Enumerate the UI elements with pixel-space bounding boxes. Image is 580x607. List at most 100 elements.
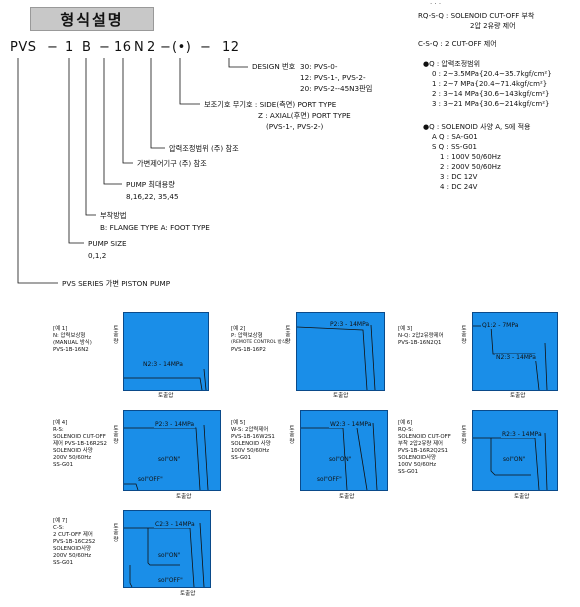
ex5-x-label: 토출압 <box>339 494 355 500</box>
ex3-line-0: [예 3] <box>398 326 413 332</box>
ex6-line-6: 100V 50/60Hz <box>398 462 437 468</box>
ex6-y-label: 토출량 <box>461 426 467 445</box>
pump-size-values: 0,1,2 <box>88 251 107 260</box>
ex7-line-2: 2 CUT-OFF 제어 <box>53 532 93 538</box>
ex7-curve <box>124 522 205 588</box>
ex7-x-label: 토출압 <box>180 591 196 597</box>
ex3-y-label: 토출량 <box>461 326 467 345</box>
ex7-chart: C2:3 - 14MPa sol"ON" sol"OFF" <box>123 510 211 588</box>
ex2-line-0: [예 2] <box>231 326 246 332</box>
code-design: 12 <box>222 40 240 55</box>
ex6-curve <box>473 432 548 491</box>
ex6-curve-label: R2:3 - 14MPa <box>501 431 543 438</box>
ex1-line-0: [예 1] <box>53 326 68 332</box>
ex3-curve-label: Q1:2 - 7MPa <box>481 322 520 329</box>
code-pvs: PVS <box>10 40 37 55</box>
ex5-curve-label: W2:3 - 14MPa <box>329 421 373 428</box>
voltage-3: 3 : DC 12V <box>440 173 478 181</box>
pressure-item-0: 0 : 2~3.5MPa{20.4~35.7kgf/cm²} <box>432 70 552 78</box>
ex7-sol-off: sol"OFF" <box>158 578 183 584</box>
ex6-line-1: RQ-S: <box>398 427 414 433</box>
ex3-chart: Q1:2 - 7MPa N2:3 - 14MPa <box>472 312 558 391</box>
ex7-line-4: SOLENOID사양 <box>53 546 92 552</box>
ex6-line-5: SOLENOID사양 <box>398 455 437 461</box>
ex2-curve-label: P2:3 - 14MPa <box>329 321 371 328</box>
ex6-line-0: [예 6] <box>398 420 413 426</box>
ex2-line-1: P: 압력보상형 <box>231 333 263 339</box>
ex5-line-3: SOLENOID 사양 <box>231 441 271 447</box>
ex4-x-label: 토출압 <box>176 494 192 500</box>
ex5-line-2: PVS-1B-16W2S1 <box>231 434 275 440</box>
ex4-y-label: 토출량 <box>113 426 119 445</box>
port-label: 보조기호 무기호 : SIDE(측면) PORT TYPE <box>204 100 337 109</box>
code-mount: B <box>82 40 92 55</box>
ex2-line-3: PVS-1B-16P2 <box>231 347 266 353</box>
ex1-curve <box>124 368 207 391</box>
pressure-item-1: 1 : 2~7 MPa{20.4~71.4kgf/cm²} <box>432 80 548 88</box>
design-value-12: 12: PVS-1-, PVS-2- <box>300 73 366 82</box>
pressure-range-label: 압력조정범위 (주) 참조 <box>169 144 239 153</box>
ex6-line-2: SOLENOID CUT-OFF <box>398 434 451 440</box>
ex5-line-5: SS-G01 <box>231 455 252 461</box>
ex4-line-0: [예 4] <box>53 420 68 426</box>
ex4-line-6: SS-G01 <box>53 462 74 468</box>
voltage-1: 1 : 100V 50/60Hz <box>440 153 501 161</box>
ex3-line-2: PVS-1B-16N2Q1 <box>398 340 442 346</box>
ex4-curve <box>124 424 209 491</box>
ex5-curve <box>301 422 378 491</box>
ex1-y-label: 토출량 <box>113 326 119 345</box>
ex5-sol-off: sol"OFF" <box>317 477 342 483</box>
ex3-x-label: 토출압 <box>510 393 526 399</box>
variable-control-label: 가변제어기구 (주) 참조 <box>137 159 207 168</box>
ex5-chart: W2:3 - 14MPa sol"ON" sol"OFF" <box>300 410 388 491</box>
code-capacity: 16 <box>114 40 132 55</box>
solenoid-a: A Q : SA-G01 <box>432 133 478 141</box>
ex6-sol-on: sol"ON" <box>503 457 526 463</box>
ex5-line-4: 100V 50/60Hz <box>231 448 270 454</box>
ex1-x-label: 토출압 <box>158 393 174 399</box>
ex1-line-3: PVS-1B-16N2 <box>53 347 89 353</box>
designation-leaders <box>17 58 248 284</box>
pump-capacity-label: PUMP 최대용량 <box>126 180 175 189</box>
ex4-line-5: 200V 50/60Hz <box>53 455 92 461</box>
ex4-line-2: SOLENOID CUT-OFF <box>53 434 106 440</box>
design-label: DESIGN 번호 <box>252 62 296 71</box>
mounting-label: 부착방법 <box>100 211 127 220</box>
ex7-line-0: [예 7] <box>53 518 68 524</box>
code-pressure: 2 <box>147 40 156 55</box>
ex4-line-4: SOLENOID 사양 <box>53 448 93 454</box>
code-port: (•) <box>172 40 192 55</box>
ex2-y-label: 토출량 <box>285 326 291 345</box>
ex4-line-3: 제어 PVS-1B-16R2S2 <box>53 441 107 447</box>
pressure-item-2: 2 : 3~14 MPa{30.6~143kgf/cm²} <box>432 90 550 98</box>
solenoid-s: S Q : SS-G01 <box>432 143 477 151</box>
design-value-30: 30: PVS-0- <box>300 62 338 71</box>
ex7-sol-on: sol"ON" <box>158 553 181 559</box>
design-value-20: 20: PVS-2--45N3판임 <box>300 84 373 93</box>
port-value-axial: Z : AXIAL(후면) PORT TYPE <box>258 111 351 120</box>
code-dash3: − <box>160 40 172 55</box>
ex5-line-1: W-S: 2압력제어 <box>231 427 269 433</box>
rs-symbol: · · · <box>430 0 442 8</box>
voltage-4: 4 : DC 24V <box>440 183 478 191</box>
ex7-line-5: 200V 50/60Hz <box>53 553 92 559</box>
port-value-models: (PVS-1-, PVS-2-) <box>266 122 324 131</box>
ex5-line-0: [예 5] <box>231 420 246 426</box>
rs-line: RQ-S-Q : SOLENOID CUT-OFF 부착 <box>418 12 535 20</box>
ex6-x-label: 토출압 <box>514 494 530 500</box>
ex4-line-1: R-S: <box>53 427 64 433</box>
ex4-curve-label: P2:3 - 14MPa <box>154 421 196 428</box>
pressure-title: ●Q : 압력조정범위 <box>423 60 481 68</box>
code-control: N <box>134 40 145 55</box>
code-dash2: − <box>99 40 111 55</box>
code-dash4: − <box>200 40 212 55</box>
ex2-curve <box>296 324 376 391</box>
ex2-x-label: 토출압 <box>333 393 349 399</box>
ex7-y-label: 토출량 <box>113 524 119 543</box>
ex1-line-1: N: 압력보상형 <box>53 333 86 339</box>
ex2-line-2: (REMOTE CONTROL 방식) <box>231 340 288 345</box>
pump-capacity-values: 8,16,22, 35,45 <box>126 192 179 201</box>
ex4-sol-off: sol"OFF" <box>138 477 163 483</box>
solenoid-title: ●Q : SOLENOID 사양 A, S에 적용 <box>423 123 531 131</box>
ex2-chart: P2:3 - 14MPa <box>296 312 385 391</box>
